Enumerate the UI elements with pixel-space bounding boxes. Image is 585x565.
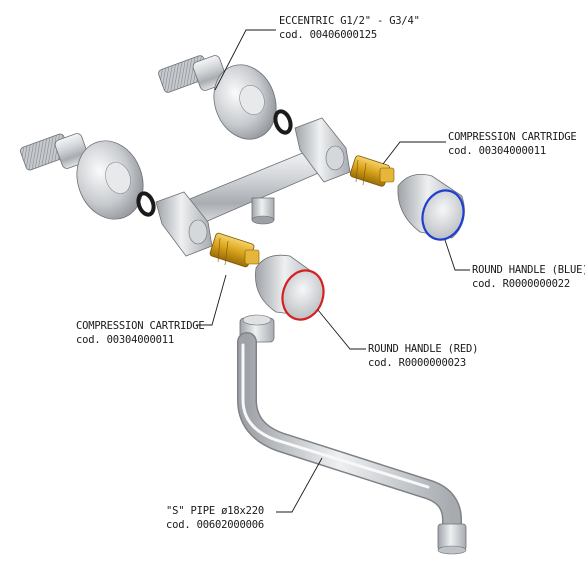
label-pipe: "S" PIPE ø18x220 cod. 00602000006 — [166, 504, 264, 532]
leader-eccentric — [214, 29, 276, 91]
compression-cartridge-right — [349, 155, 395, 187]
leader-lines — [196, 29, 470, 513]
label-cartridge-left-code: cod. 00304000011 — [76, 334, 174, 346]
label-handle-blue-code: cod. R0000000022 — [472, 278, 570, 290]
rosette-upper — [213, 64, 277, 140]
rosette-lower — [76, 140, 144, 220]
round-handle-blue — [397, 173, 465, 241]
s-pipe — [237, 314, 467, 555]
label-handle-red-code: cod. R0000000023 — [368, 357, 466, 369]
label-handle-red-name: ROUND HANDLE (RED) — [368, 343, 479, 355]
leader-pipe — [276, 457, 323, 513]
label-cartridge-left-name: COMPRESSION CARTRIDGE — [76, 320, 205, 332]
mixer-body — [155, 117, 351, 257]
label-handle-blue: ROUND HANDLE (BLUE) cod. R0000000022 — [472, 263, 585, 291]
label-handle-red: ROUND HANDLE (RED) cod. R0000000023 — [368, 342, 478, 370]
gasket-upper — [273, 109, 293, 135]
label-pipe-code: cod. 00602000006 — [166, 519, 264, 531]
label-handle-blue-name: ROUND HANDLE (BLUE) — [472, 264, 585, 276]
leader-handle-red — [317, 309, 366, 350]
label-eccentric-name: ECCENTRIC G1/2" - G3/4" — [279, 15, 420, 27]
label-cartridge-right-code: cod. 00304000011 — [448, 145, 546, 157]
compression-cartridge-left — [209, 232, 260, 268]
leader-cartridge-right — [382, 141, 446, 165]
label-pipe-name: "S" PIPE ø18x220 — [166, 505, 264, 517]
label-cartridge-left: COMPRESSION CARTRIDGE cod. 00304000011 — [76, 319, 205, 347]
gasket-lower — [136, 191, 156, 217]
label-cartridge-right: COMPRESSION CARTRIDGE cod. 00304000011 — [448, 130, 577, 158]
leader-cartridge-left — [196, 274, 227, 326]
round-handle-red — [255, 254, 325, 321]
label-eccentric: ECCENTRIC G1/2" - G3/4" cod. 00406000125 — [279, 14, 420, 42]
label-eccentric-code: cod. 00406000125 — [279, 29, 377, 41]
leader-handle-blue — [444, 239, 470, 271]
label-cartridge-right-name: COMPRESSION CARTRIDGE — [448, 131, 577, 143]
